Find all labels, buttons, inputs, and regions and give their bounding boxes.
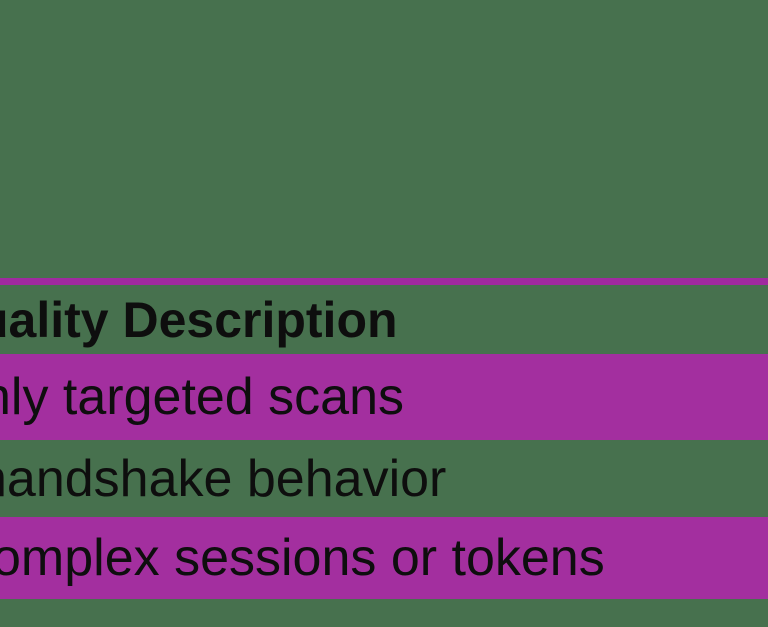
table-top-border-line [0, 278, 768, 285]
table-header-row: uality Description [0, 285, 768, 354]
column-header-description: uality Description [0, 291, 398, 348]
table-cell-text: handshake behavior [0, 449, 447, 508]
table-cell-text: omplex sessions or tokens [0, 529, 605, 587]
table-row: handshake behavior [0, 440, 768, 517]
table-row: nly targeted scans [0, 354, 768, 440]
table-row: omplex sessions or tokens [0, 517, 768, 599]
table-cell-text: nly targeted scans [0, 368, 405, 426]
